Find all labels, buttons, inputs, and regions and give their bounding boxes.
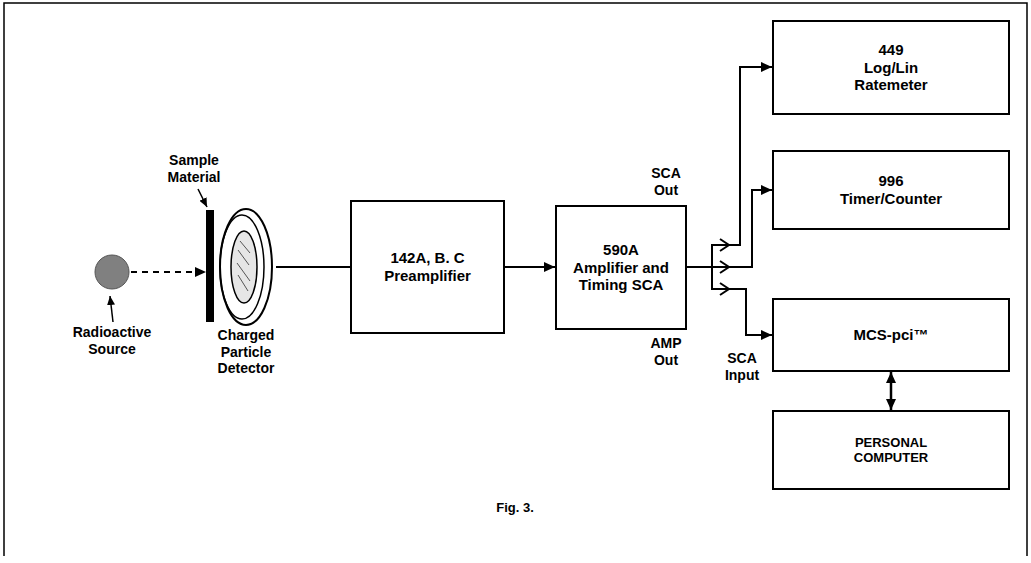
figure-label: Sample Material <box>158 152 230 185</box>
label-group: Sample Material <box>158 152 230 185</box>
signal-connector <box>687 267 772 335</box>
port-label: AMP Out <box>640 335 692 369</box>
signal-connector <box>276 266 350 268</box>
leader-line <box>198 189 207 207</box>
box-title: MCS-pci™ <box>854 326 929 344</box>
mcs-box: MCS-pci™ <box>772 298 1010 372</box>
box-text: Timer/Counter <box>840 190 942 208</box>
figure-label: Radioactive Source <box>70 324 154 357</box>
port-label: SCA Out <box>640 165 692 199</box>
signal-connector <box>890 372 893 410</box>
signal-connector <box>687 67 772 267</box>
sample-material-shape <box>206 210 214 322</box>
box-title: 590A <box>603 241 639 259</box>
connector-symbol <box>720 261 729 273</box>
radioactive-source-shape <box>93 253 131 291</box>
box-text: Amplifier and Timing SCA <box>563 259 679 294</box>
frame <box>4 3 1027 556</box>
preamplifier-box: 142A, B. CPreamplifier <box>350 200 505 334</box>
box-text: Log/Lin Ratemeter <box>841 59 941 94</box>
radioactive-source: Radioactive Source <box>70 248 154 360</box>
ratemeter-box: 449Log/Lin Ratemeter <box>772 20 1010 115</box>
label-group: Radioactive Source <box>70 324 154 357</box>
box-title: PERSONAL COMPUTER <box>836 435 946 466</box>
box-title: 449 <box>878 41 903 59</box>
signal-connector <box>687 190 772 267</box>
figure-label: Charged Particle Detector <box>192 327 300 377</box>
radiation-path <box>131 271 206 273</box>
box-title: 996 <box>878 172 903 190</box>
label-group: Charged Particle Detector <box>192 327 300 377</box>
figure-caption: Fig. 3. <box>415 500 615 516</box>
sample-material: Sample Material <box>168 150 220 325</box>
counter-box: 996Timer/Counter <box>772 150 1010 230</box>
box-text: Preamplifier <box>384 267 471 285</box>
port-label: SCA Input <box>716 350 768 384</box>
connector-symbol <box>720 283 729 295</box>
detector: Charged Particle Detector <box>196 205 296 370</box>
detector-shape <box>216 205 276 329</box>
connector-symbol <box>720 239 729 251</box>
amplifier-box: 590AAmplifier and Timing SCA <box>555 205 687 330</box>
signal-connector <box>505 266 555 268</box>
box-title: 142A, B. C <box>390 249 464 267</box>
leader-line <box>110 296 113 322</box>
computer-box: PERSONAL COMPUTER <box>772 410 1010 490</box>
